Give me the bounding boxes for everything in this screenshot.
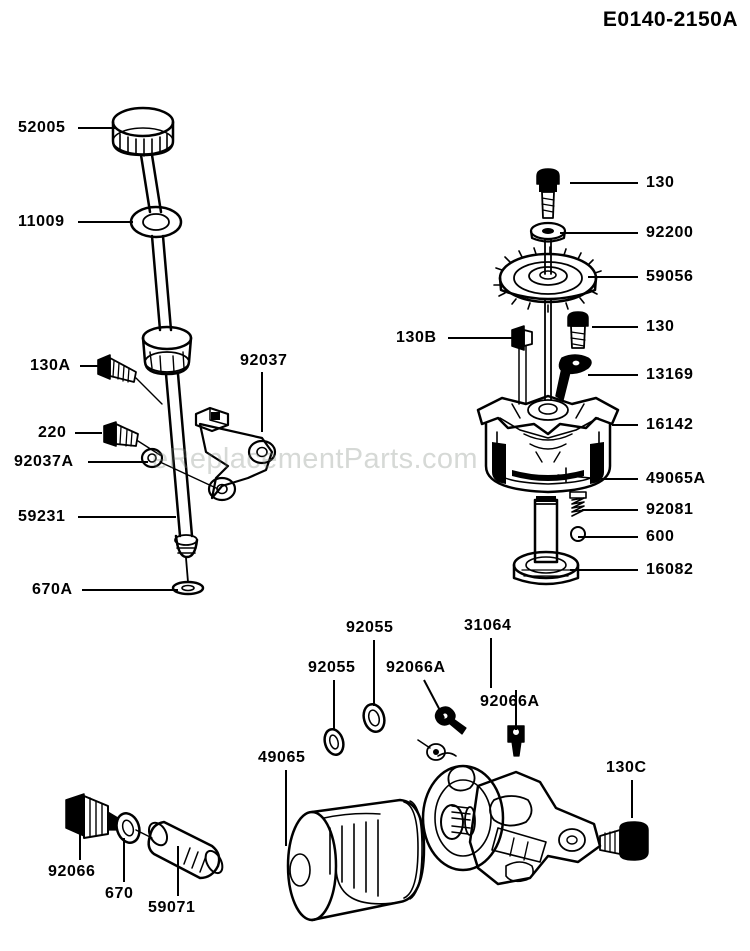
part-label-49065[interactable]: 49065 (258, 749, 306, 766)
part-label-11009[interactable]: 11009 (18, 213, 65, 230)
part-label-92066A-b[interactable]: 92066A (480, 693, 540, 710)
part-label-16082[interactable]: 16082 (646, 561, 694, 578)
plug-92066a-b (507, 725, 525, 757)
part-label-16142[interactable]: 16142 (646, 416, 694, 433)
part-label-92081[interactable]: 92081 (646, 501, 694, 518)
part-label-92055-a[interactable]: 92055 (346, 619, 394, 636)
part-label-92055-b[interactable]: 92055 (308, 659, 356, 676)
part-label-670[interactable]: 670 (105, 885, 134, 902)
oil-filter-49065 (286, 798, 426, 922)
part-label-13169[interactable]: 13169 (646, 366, 694, 383)
part-label-92200[interactable]: 92200 (646, 224, 694, 241)
bolt-130b (511, 325, 533, 405)
dipstick-assembly (111, 106, 205, 596)
part-label-130B[interactable]: 130B (396, 329, 437, 346)
page-title: E0140-2150A (602, 8, 738, 31)
oil-pickup-assembly (512, 467, 603, 586)
part-label-130-top[interactable]: 130 (646, 174, 675, 191)
oil-pump-drive (493, 168, 602, 401)
bolt-130a (97, 354, 163, 405)
pump-housing-16142 (476, 394, 620, 494)
lever-13169 (555, 354, 592, 401)
part-label-130-mid[interactable]: 130 (646, 318, 675, 335)
part-label-59056[interactable]: 59056 (646, 268, 694, 285)
oring-92055-a (362, 703, 386, 733)
oring-92055-b (323, 728, 345, 756)
mounting-bracket (140, 406, 277, 502)
part-label-130C[interactable]: 130C (606, 759, 647, 776)
relief-valve-assembly (65, 793, 224, 880)
part-label-52005[interactable]: 52005 (18, 119, 66, 136)
part-label-600[interactable]: 600 (646, 528, 675, 545)
leader-line-92066A-a (423, 679, 445, 719)
pump-body-31064 (417, 739, 602, 886)
bolt-130c (599, 821, 649, 861)
part-label-92066A-a[interactable]: 92066A (386, 659, 446, 676)
part-label-92037A[interactable]: 92037A (14, 453, 74, 470)
part-label-59231[interactable]: 59231 (18, 508, 66, 525)
part-label-59071[interactable]: 59071 (148, 899, 196, 916)
part-label-92037[interactable]: 92037 (240, 352, 288, 369)
part-label-49065A[interactable]: 49065A (646, 470, 706, 487)
part-label-670A[interactable]: 670A (32, 581, 73, 598)
part-label-220[interactable]: 220 (38, 424, 67, 441)
part-label-130A[interactable]: 130A (30, 357, 71, 374)
plug-220 (103, 421, 161, 456)
bolt-130-mid (567, 311, 589, 349)
leader-lines (75, 127, 638, 896)
part-label-92066[interactable]: 92066 (48, 863, 96, 880)
part-label-31064[interactable]: 31064 (464, 617, 512, 634)
